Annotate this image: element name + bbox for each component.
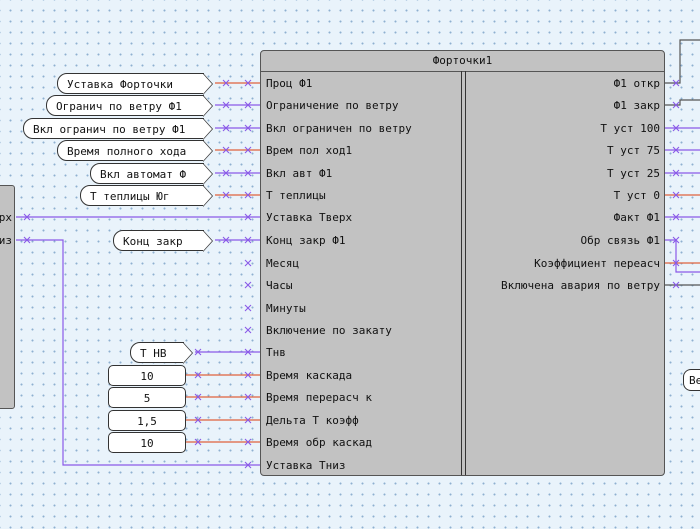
output-port-t-ust-0[interactable]: Т уст 0 — [613, 189, 660, 202]
source-tag-vkl-ogranich[interactable]: Вкл огранич по ветру Ф1 — [23, 118, 213, 140]
connection-mark — [672, 259, 680, 267]
output-port-koeff[interactable]: Коэффициент переасч — [534, 257, 660, 270]
right-source-tag[interactable]: Ве — [683, 369, 700, 391]
connection-mark — [672, 146, 680, 154]
connection-mark — [672, 79, 680, 87]
output-port-t-ust-25[interactable]: Т уст 25 — [607, 167, 660, 180]
wire-ustavka-tniz — [16, 239, 262, 466]
output-port-fakt-f1[interactable]: Факт Ф1 — [613, 211, 660, 224]
connection-mark — [244, 79, 252, 87]
connection-mark — [672, 281, 680, 289]
block-divider — [461, 71, 466, 475]
input-port-minuty[interactable]: Минуты — [266, 302, 306, 315]
source-tag-ustavka-fortochki[interactable]: Уставка Форточки — [57, 73, 213, 95]
source-tag-t-nv[interactable]: Т НВ — [130, 342, 193, 364]
input-port-vkl-ogranichen[interactable]: Вкл ограничен по ветру — [266, 122, 412, 135]
connection-mark — [222, 79, 230, 87]
connection-mark — [244, 169, 252, 177]
source-tag-konc-zakr[interactable]: Конц закр — [113, 230, 213, 252]
input-port-konc-zakr[interactable]: Конц закр Ф1 — [266, 234, 346, 247]
connection-mark — [244, 124, 252, 132]
input-port-tnv[interactable]: Тнв — [266, 346, 286, 359]
input-port-proc[interactable]: Проц Ф1 — [266, 77, 313, 90]
input-port-delta-t[interactable]: Дельта Т коэфф — [266, 414, 359, 427]
connection-mark — [194, 438, 202, 446]
connection-mark — [222, 236, 230, 244]
constant-delta-t[interactable]: 1,5 — [108, 410, 186, 431]
connection-mark — [194, 348, 202, 356]
input-port-ogranichenie[interactable]: Ограничение по ветру — [266, 99, 399, 112]
left-block-port-ustavka-tniz[interactable]: из — [0, 234, 12, 247]
connection-mark — [244, 146, 252, 154]
connection-mark — [222, 169, 230, 177]
function-block-fortochki[interactable]: Форточки1 Проц Ф1 Ограничение по ветру В… — [260, 50, 665, 476]
connection-mark — [672, 213, 680, 221]
input-port-ustavka-tverh[interactable]: Уставка Тверх — [266, 211, 353, 224]
wire-f1-zakr — [664, 99, 700, 106]
left-function-block[interactable]: рх из — [0, 185, 15, 409]
source-tag-t-teplicy[interactable]: Т теплицы Юг — [80, 185, 213, 207]
wire-f1-otkr — [664, 39, 700, 84]
input-port-ustavka-tniz[interactable]: Уставка Тниз — [266, 459, 346, 472]
connection-mark — [672, 169, 680, 177]
connection-mark — [222, 101, 230, 109]
connection-mark — [194, 393, 202, 401]
output-port-obr-svyaz[interactable]: Обр связь Ф1 — [580, 234, 660, 247]
output-port-t-ust-75[interactable]: Т уст 75 — [607, 144, 660, 157]
connection-mark — [672, 124, 680, 132]
connection-marks — [23, 79, 680, 469]
output-port-f1-zakr[interactable]: Ф1 закр — [613, 99, 660, 112]
connection-mark — [244, 326, 252, 334]
connection-mark — [244, 213, 252, 221]
constant-vremya-obr[interactable]: 10 — [108, 432, 186, 453]
input-port-vkl-po-zakatu[interactable]: Включение по закату — [266, 324, 392, 337]
connection-mark — [244, 101, 252, 109]
connection-mark — [244, 461, 252, 469]
input-port-vremya-pererasch[interactable]: Время перерасч к — [266, 391, 372, 404]
input-port-vrem-pol-hod[interactable]: Врем пол ход1 — [266, 144, 353, 157]
connection-mark — [244, 304, 252, 312]
connection-mark — [672, 191, 680, 199]
source-tag-vkl-avtomat[interactable]: Вкл автомат Ф — [90, 163, 213, 185]
wire-obr-svyaz — [664, 239, 700, 273]
connection-mark — [194, 371, 202, 379]
connection-mark — [244, 393, 252, 401]
output-port-avariya[interactable]: Включена авария по ветру — [501, 279, 660, 292]
source-tag-ogranich-vetru[interactable]: Огранич по ветру Ф1 — [46, 95, 213, 117]
input-port-chasy[interactable]: Часы — [266, 279, 293, 292]
connection-mark — [244, 191, 252, 199]
connection-mark — [672, 236, 680, 244]
input-port-vremya-obr[interactable]: Время обр каскад — [266, 436, 372, 449]
output-port-t-ust-100[interactable]: Т уст 100 — [600, 122, 660, 135]
constant-vremya-kaskada[interactable]: 10 — [108, 365, 186, 386]
output-wires — [664, 39, 700, 286]
connection-mark — [222, 124, 230, 132]
connection-mark — [244, 438, 252, 446]
connection-mark — [222, 191, 230, 199]
connection-mark — [23, 213, 31, 221]
input-port-t-teplicy[interactable]: Т теплицы — [266, 189, 326, 202]
connection-mark — [222, 146, 230, 154]
connection-mark — [23, 236, 31, 244]
block-title: Форточки1 — [261, 51, 664, 72]
input-port-vremya-kaskada[interactable]: Время каскада — [266, 369, 353, 382]
input-port-mesyac[interactable]: Месяц — [266, 257, 300, 270]
left-block-port-ustavka-tverh[interactable]: рх — [0, 211, 12, 224]
output-port-f1-otkr[interactable]: Ф1 откр — [613, 77, 660, 90]
connection-mark — [194, 416, 202, 424]
input-port-vkl-avt[interactable]: Вкл авт Ф1 — [266, 167, 333, 180]
source-tag-vremya-hoda[interactable]: Время полного хода — [57, 140, 213, 162]
connection-mark — [672, 101, 680, 109]
connection-mark — [244, 348, 252, 356]
constant-vremya-pererasch[interactable]: 5 — [108, 387, 186, 408]
connection-mark — [244, 371, 252, 379]
connection-mark — [244, 281, 252, 289]
connection-mark — [244, 259, 252, 267]
connection-mark — [244, 416, 252, 424]
connection-mark — [244, 236, 252, 244]
